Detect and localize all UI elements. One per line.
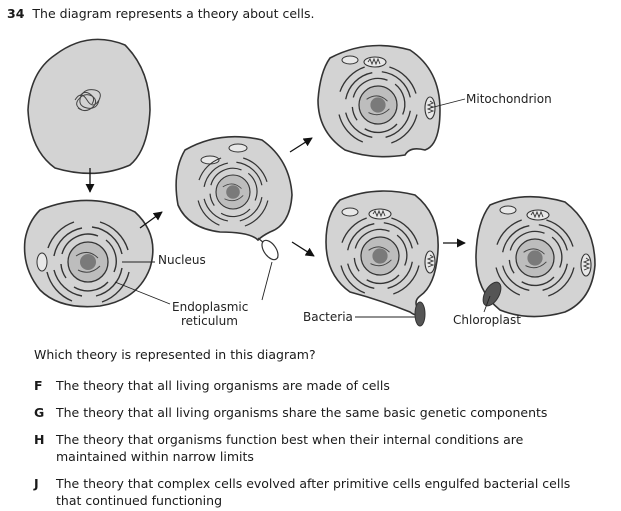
label-er-line2: reticulum bbox=[181, 314, 238, 328]
choice-letter: G bbox=[34, 405, 45, 420]
label-er-line1: Endoplasmic bbox=[172, 300, 248, 314]
arrow-to-mito-cell bbox=[289, 137, 313, 153]
choice-letter: F bbox=[34, 378, 43, 393]
choice-f[interactable]: F The theory that all living organisms a… bbox=[34, 377, 594, 394]
label-mitochondrion: Mitochondrion bbox=[466, 92, 552, 106]
choice-text: The theory that organisms function best … bbox=[56, 432, 524, 464]
chloroplast-cell bbox=[475, 195, 596, 318]
cell-theory-diagram: Nucleus Endoplasmic reticulum Bacteria M… bbox=[23, 38, 596, 328]
question-header: 34 The diagram represents a theory about … bbox=[7, 6, 314, 21]
engulfing-cell bbox=[175, 135, 293, 261]
question-number: 34 bbox=[7, 6, 25, 21]
label-bacteria: Bacteria bbox=[303, 310, 353, 324]
choice-text: The theory that all living organisms are… bbox=[56, 378, 390, 393]
choice-text: The theory that all living organisms sha… bbox=[56, 405, 548, 420]
arrow-to-cell-4 bbox=[291, 241, 315, 257]
label-chloroplast: Chloroplast bbox=[453, 313, 521, 327]
choice-text: The theory that complex cells evolved af… bbox=[56, 476, 571, 508]
mitochondrion-cell bbox=[317, 44, 441, 158]
label-nucleus: Nucleus bbox=[158, 253, 206, 267]
engulfing-cell-2 bbox=[325, 190, 439, 327]
choice-letter: H bbox=[34, 432, 45, 447]
choice-h[interactable]: H The theory that organisms function bes… bbox=[34, 431, 594, 465]
choice-letter: J bbox=[34, 476, 39, 491]
dna-tangle bbox=[74, 89, 101, 112]
question-prompt: Which theory is represented in this diag… bbox=[34, 347, 316, 362]
question-stem: The diagram represents a theory about ce… bbox=[32, 6, 315, 21]
nucleated-cell bbox=[23, 199, 154, 308]
choice-j[interactable]: J The theory that complex cells evolved … bbox=[34, 475, 594, 509]
primitive-cell bbox=[27, 38, 151, 175]
choice-g[interactable]: G The theory that all living organisms s… bbox=[34, 404, 594, 421]
arrow-to-cell-3 bbox=[139, 211, 163, 229]
